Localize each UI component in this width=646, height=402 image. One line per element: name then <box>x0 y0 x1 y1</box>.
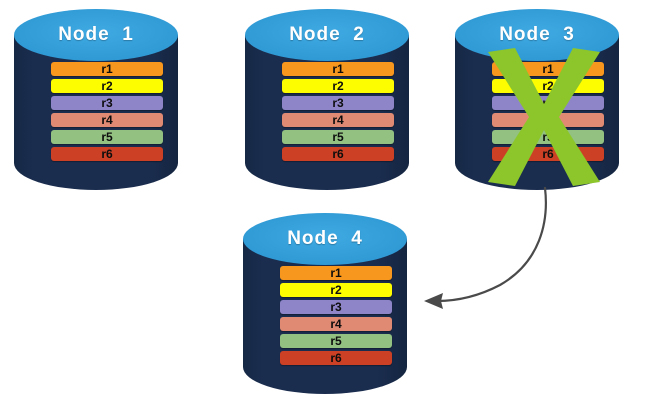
row-r6[interactable]: r6 <box>51 147 163 161</box>
node-title: Node 1 <box>58 24 134 45</box>
row-label: r1 <box>332 62 344 76</box>
row-label: r3 <box>330 300 342 314</box>
row-label: r4 <box>542 113 554 127</box>
row-r1[interactable]: r1 <box>280 266 392 280</box>
row-label: r6 <box>332 147 344 161</box>
row-r6[interactable]: r6 <box>282 147 394 161</box>
row-label: r4 <box>101 113 113 127</box>
row-label: r4 <box>332 113 344 127</box>
row-list: r1 r2 r3 r4 r5 r6 <box>280 266 392 365</box>
row-label: r1 <box>330 266 342 280</box>
row-label: r1 <box>542 62 554 76</box>
row-r3[interactable]: r3 <box>282 96 394 110</box>
row-r6[interactable]: r6 <box>280 351 392 365</box>
row-r4[interactable]: r4 <box>51 113 163 127</box>
row-label: r2 <box>330 283 342 297</box>
row-label: r3 <box>332 96 344 110</box>
row-label: r5 <box>542 130 554 144</box>
node-title: Node 3 <box>499 24 575 45</box>
row-r3[interactable]: r3 <box>280 300 392 314</box>
row-label: r6 <box>330 351 342 365</box>
row-label: r1 <box>101 62 113 76</box>
node-title: Node 2 <box>289 24 365 45</box>
row-label: r3 <box>542 96 554 110</box>
row-r1[interactable]: r1 <box>51 62 163 76</box>
row-r6[interactable]: r6 <box>492 147 604 161</box>
row-list: r1 r2 r3 r4 r5 r6 <box>282 62 394 161</box>
row-label: r6 <box>101 147 113 161</box>
row-list: r1 r2 r3 r4 r5 r6 <box>492 62 604 161</box>
row-label: r5 <box>332 130 344 144</box>
row-r5[interactable]: r5 <box>280 334 392 348</box>
row-label: r4 <box>330 317 342 331</box>
row-label: r2 <box>542 79 554 93</box>
node-cylinder-node-2[interactable]: Node 2 r1 r2 r3 r4 r5 r6 <box>245 8 409 190</box>
node-cylinder-node-3[interactable]: Node 3 r1 r2 r3 r4 r5 r6 <box>455 8 619 190</box>
row-r2[interactable]: r2 <box>492 79 604 93</box>
row-label: r2 <box>101 79 113 93</box>
row-label: r5 <box>330 334 342 348</box>
row-r3[interactable]: r3 <box>492 96 604 110</box>
node-title: Node 4 <box>287 228 363 249</box>
row-r2[interactable]: r2 <box>280 283 392 297</box>
row-r3[interactable]: r3 <box>51 96 163 110</box>
row-r5[interactable]: r5 <box>282 130 394 144</box>
row-list: r1 r2 r3 r4 r5 r6 <box>51 62 163 161</box>
row-r4[interactable]: r4 <box>282 113 394 127</box>
node-cylinder-node-4[interactable]: Node 4 r1 r2 r3 r4 r5 r6 <box>243 212 407 394</box>
row-r1[interactable]: r1 <box>282 62 394 76</box>
row-label: r2 <box>332 79 344 93</box>
row-r1[interactable]: r1 <box>492 62 604 76</box>
row-r5[interactable]: r5 <box>492 130 604 144</box>
row-r4[interactable]: r4 <box>492 113 604 127</box>
row-r2[interactable]: r2 <box>51 79 163 93</box>
row-label: r6 <box>542 147 554 161</box>
row-label: r3 <box>101 96 113 110</box>
node-cylinder-node-1[interactable]: Node 1 r1 r2 r3 r4 r5 r6 <box>14 8 178 190</box>
row-label: r5 <box>101 130 113 144</box>
row-r2[interactable]: r2 <box>282 79 394 93</box>
row-r4[interactable]: r4 <box>280 317 392 331</box>
row-r5[interactable]: r5 <box>51 130 163 144</box>
